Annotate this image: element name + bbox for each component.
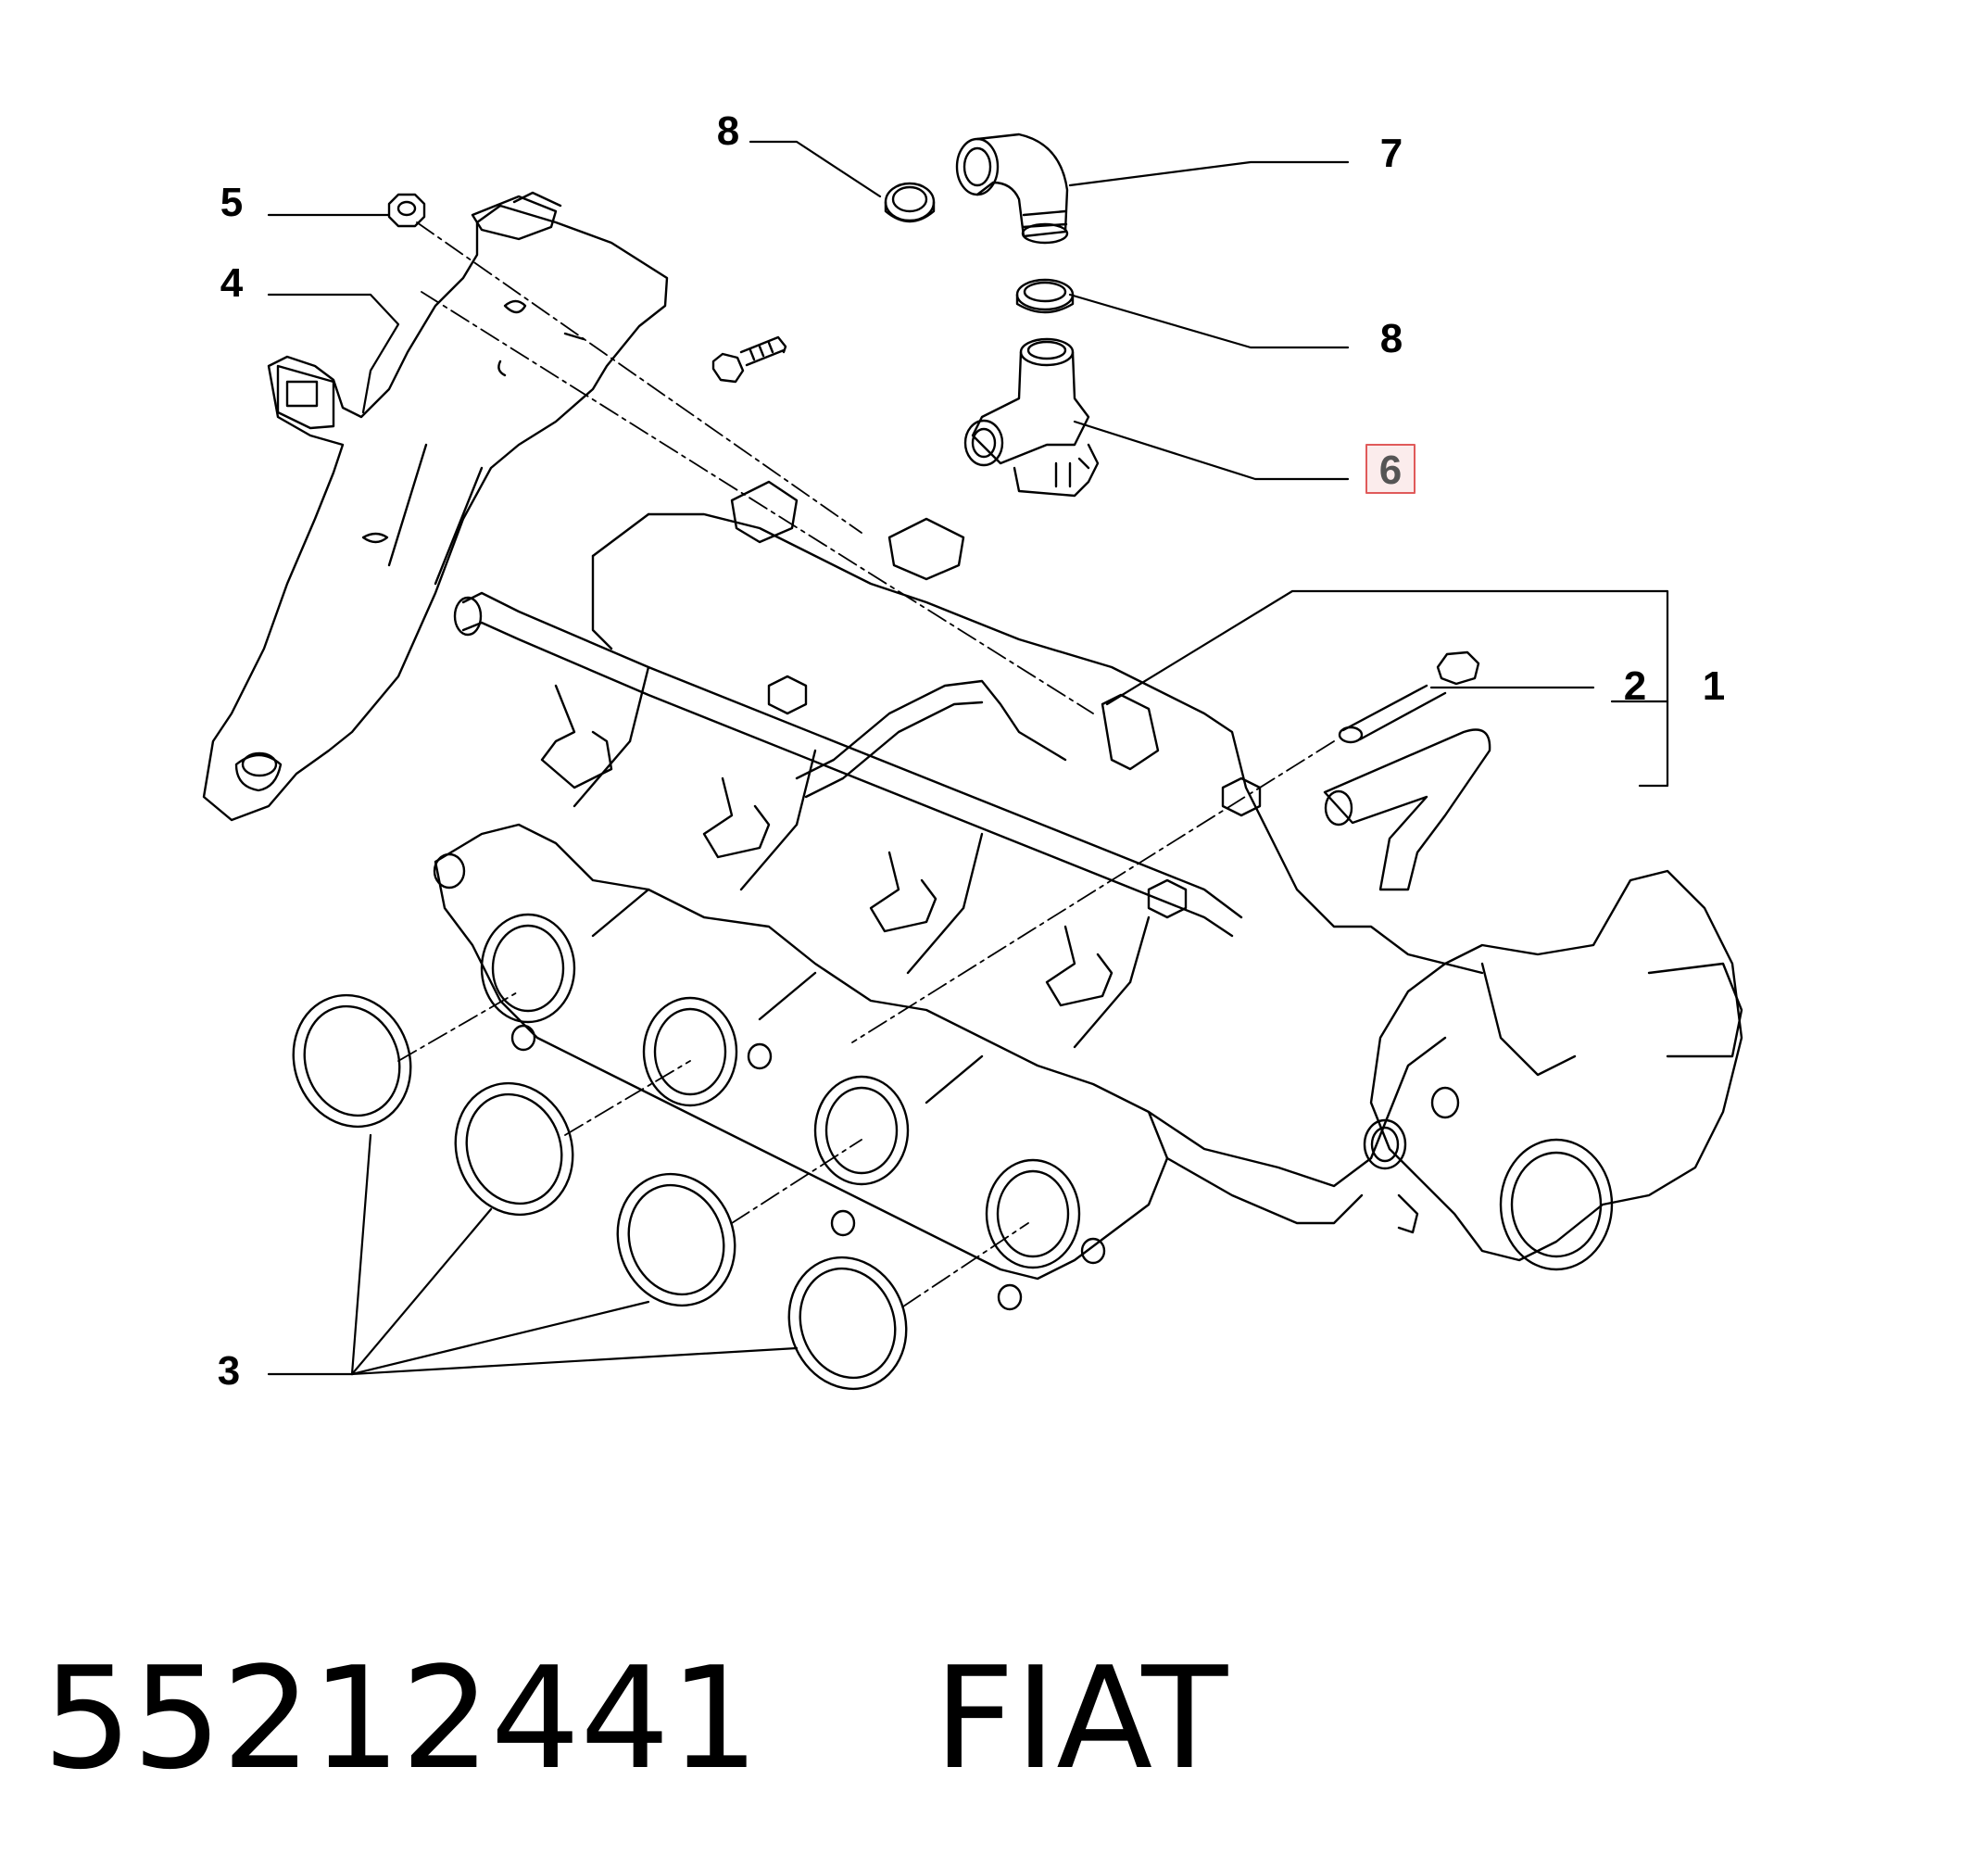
hose-pipe — [1323, 728, 1491, 891]
part-caption: 55212441 FIAT — [43, 1640, 1227, 1798]
callout-label-7: 7 — [1380, 131, 1403, 176]
callout-labels: 8 7 5 4 8 2 1 3 — [218, 108, 1725, 1394]
callout-label-1: 1 — [1703, 663, 1725, 709]
callout-label-8-lower: 8 — [1380, 316, 1403, 361]
throttle-body — [1363, 869, 1743, 1271]
bracket-part-4 — [202, 191, 669, 822]
assembly-lines — [397, 221, 1335, 1307]
callout-6-highlight[interactable]: 6 — [1365, 444, 1416, 494]
bolt-part-2 — [1338, 650, 1480, 744]
valve-part-6 — [963, 337, 1100, 498]
highlight-box — [1365, 444, 1416, 494]
clamp-part-8-lower — [1015, 278, 1075, 314]
gasket-2 — [454, 1081, 574, 1217]
screw — [711, 335, 787, 384]
gasket-3 — [616, 1172, 736, 1307]
hose-elbow-part-7 — [955, 133, 1069, 245]
callout-label-8-top: 8 — [717, 108, 739, 154]
brand-name: FIAT — [933, 1636, 1228, 1800]
leader-lines — [267, 140, 1669, 1376]
callout-label-3: 3 — [218, 1348, 240, 1394]
gasket-4 — [787, 1256, 908, 1391]
callout-label-6: 6 — [1379, 448, 1402, 493]
part-number: 55212441 — [43, 1636, 760, 1800]
gaskets-part-3 — [292, 993, 908, 1391]
clamp-part-8-top — [884, 182, 936, 223]
callout-label-4: 4 — [220, 260, 244, 306]
intake-manifold-part-1 — [433, 480, 1484, 1311]
gasket-1 — [292, 993, 412, 1129]
callout-label-2: 2 — [1624, 663, 1646, 709]
nut-part-5 — [387, 193, 426, 228]
callout-label-5: 5 — [220, 180, 243, 225]
